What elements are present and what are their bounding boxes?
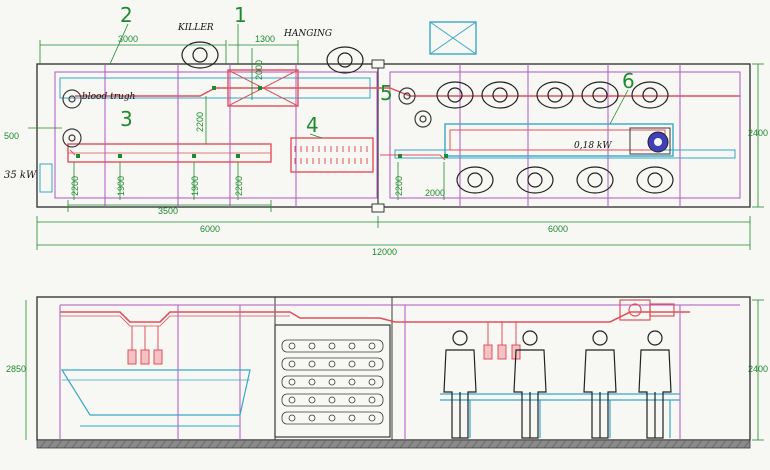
worker-standing-icon xyxy=(583,330,617,439)
label-power-large: 35 kW xyxy=(4,170,37,181)
evisceration-conveyor xyxy=(444,123,674,157)
plan-rail-magenta-right xyxy=(389,71,741,199)
evisceration-conveyor-inner xyxy=(449,129,666,151)
dim-2000-b: 2000 xyxy=(425,188,445,198)
dimension-lines xyxy=(25,40,764,441)
elev-building-outline xyxy=(36,296,751,441)
worker-icon xyxy=(181,41,219,69)
dim-1300: 1300 xyxy=(255,34,275,44)
sprocket-wheels xyxy=(62,87,432,148)
worker-standing-icon xyxy=(443,330,477,439)
hanging-carcasses-left xyxy=(127,326,163,365)
sprocket-wheel-icon xyxy=(414,110,432,128)
callout-6: 6 xyxy=(622,69,635,93)
label-killer: KILLER xyxy=(177,23,214,33)
hanging-carcasses-right xyxy=(483,322,521,360)
callouts: 1 2 3 4 5 6 xyxy=(120,3,635,137)
dim-2200-b: 2200 xyxy=(234,176,244,196)
elev-table xyxy=(440,393,680,438)
callout-3: 3 xyxy=(120,107,133,131)
plan-door-top xyxy=(371,59,385,69)
dim-1900-b: 1900 xyxy=(190,176,200,196)
sprocket-wheel-icon xyxy=(62,89,82,109)
window-icon xyxy=(429,21,477,55)
worker-icon xyxy=(456,166,494,194)
elev-drive-motor-icon xyxy=(619,299,675,321)
dim-6000-left: 6000 xyxy=(200,224,220,234)
dim-500: 500 xyxy=(4,131,19,141)
dim-2200-c: 2200 xyxy=(394,176,404,196)
elev-scalder-machine xyxy=(274,324,391,438)
plan-overhead-rail xyxy=(75,87,740,97)
plan-node-markers xyxy=(76,86,448,158)
dim-12000: 12000 xyxy=(372,247,397,257)
worker-icon xyxy=(581,81,619,109)
dim-1900-a: 1900 xyxy=(116,176,126,196)
worker-icon xyxy=(636,166,674,194)
callout-5: 5 xyxy=(380,81,393,105)
drive-motor-frame xyxy=(629,127,671,155)
elev-bleeding-trough xyxy=(60,369,251,416)
dim-2200-mid: 2200 xyxy=(195,112,205,132)
plan-view xyxy=(36,21,751,213)
scalder-unit xyxy=(290,137,374,173)
dim-2400-plan: 2400 xyxy=(748,128,768,138)
callout-1: 1 xyxy=(234,3,247,27)
worker-icon xyxy=(631,81,669,109)
worker-icon xyxy=(536,81,574,109)
sprocket-wheel-icon xyxy=(398,87,416,105)
plan-workers xyxy=(181,41,674,194)
scalder-ticks xyxy=(294,146,368,164)
plan-door-bottom xyxy=(371,203,385,213)
elev-workers xyxy=(443,330,672,439)
worker-icon xyxy=(576,166,614,194)
worker-icon xyxy=(436,81,474,109)
dim-6000-right: 6000 xyxy=(548,224,568,234)
control-cabinet xyxy=(39,163,53,193)
label-blood-trough: blood trugh xyxy=(82,92,135,102)
dim-2200-a: 2200 xyxy=(70,176,80,196)
worker-icon xyxy=(481,81,519,109)
plan-rail-magenta-left xyxy=(54,71,378,199)
dim-2000-top: 2000 xyxy=(254,60,264,80)
label-hanging: HANGING xyxy=(283,29,332,39)
worker-standing-icon xyxy=(513,330,547,439)
worker-icon xyxy=(516,166,554,194)
elevation-view xyxy=(36,296,751,449)
callout-2: 2 xyxy=(120,3,133,27)
elev-overhead-rail xyxy=(60,311,690,323)
dim-2400-elev: 2400 xyxy=(748,364,768,374)
dim-3500: 3500 xyxy=(158,206,178,216)
plan-building-outline xyxy=(36,63,751,208)
dim-3000: 3000 xyxy=(118,34,138,44)
sprocket-wheel-icon xyxy=(62,128,82,148)
worker-standing-icon xyxy=(638,330,672,439)
elev-floor xyxy=(36,439,751,449)
worker-icon xyxy=(326,46,364,74)
callout-4: 4 xyxy=(306,113,319,137)
dim-2850: 2850 xyxy=(6,364,26,374)
label-power-small: 0,18 kW xyxy=(574,141,612,151)
